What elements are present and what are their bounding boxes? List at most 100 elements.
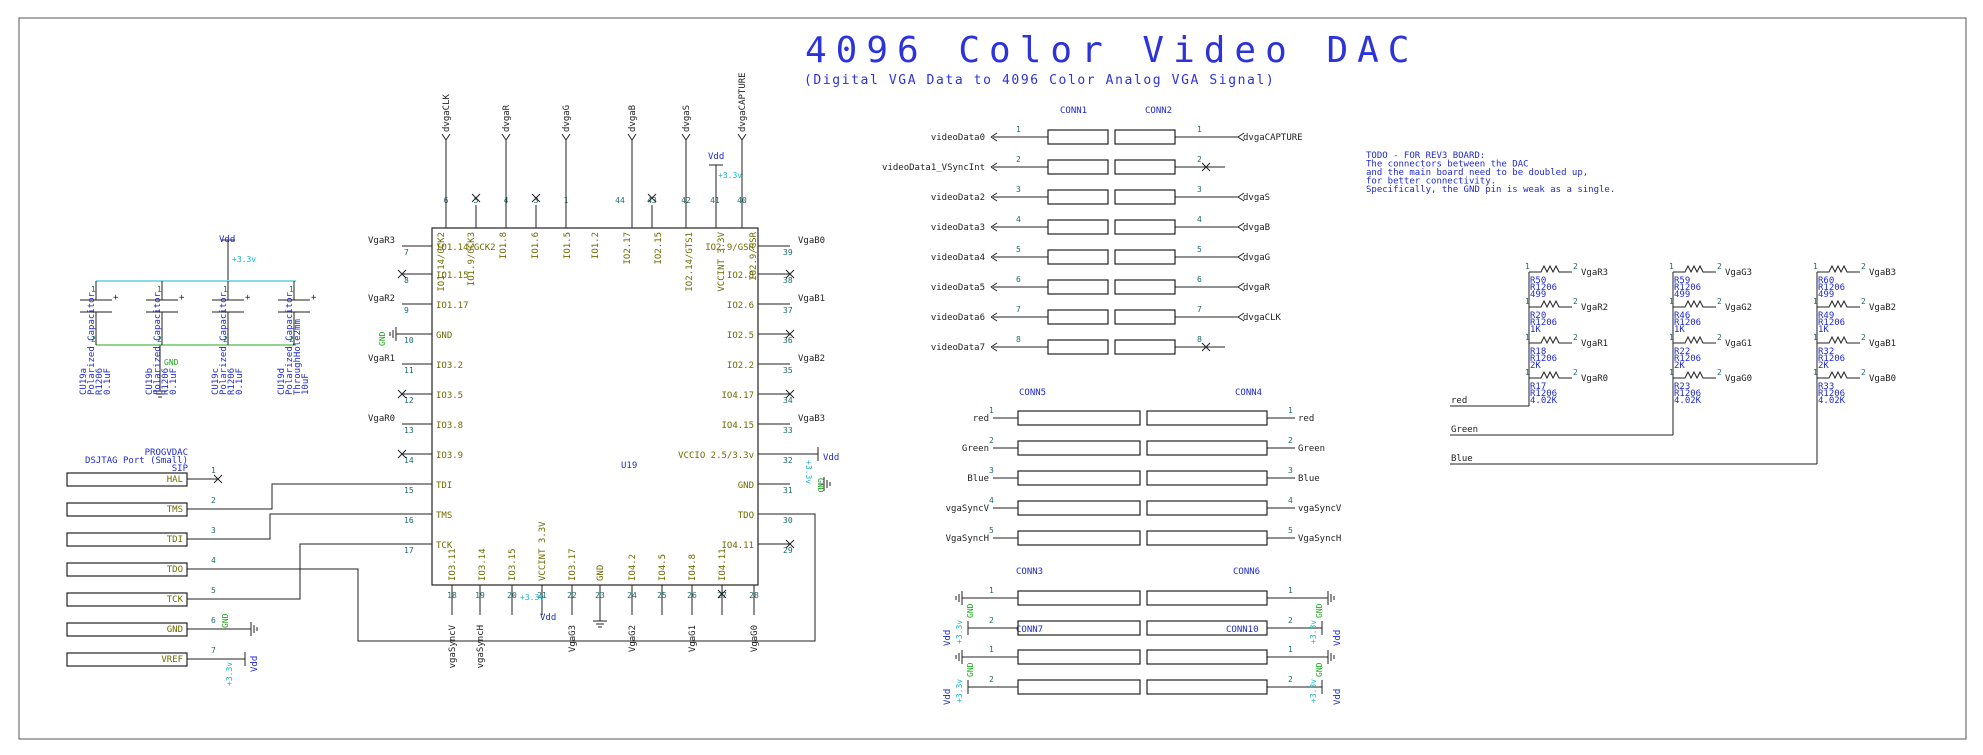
output-net: Green (1451, 425, 1478, 435)
resistor-ref: R33 (1818, 382, 1834, 392)
caps-gnd: GND (164, 358, 179, 367)
fpga-left-pin-number: 11 (404, 366, 414, 375)
fpga-left-pin-number: 13 (404, 426, 414, 435)
resistor-ref: R46 (1674, 311, 1690, 321)
ground-icon (153, 385, 167, 398)
conn1-pin-number: 3 (1016, 185, 1021, 194)
conn4-name: CONN4 (1235, 388, 1262, 398)
conn1-pad (1047, 159, 1109, 175)
cap-package: R1206 (227, 368, 237, 395)
conn1-net: videoData6 (931, 313, 985, 323)
fpga-left-net: VgaR2 (368, 294, 395, 304)
fpga-left-pin-label: GND (436, 331, 452, 341)
ground-icon (389, 327, 402, 341)
power-conn-33v: +3.3v (1309, 620, 1318, 644)
resistor-pin-2: 2 (1861, 262, 1866, 271)
resistor-net: VgaR0 (1581, 374, 1608, 384)
cap-package: R1206 (161, 368, 171, 395)
net-arrow (1237, 132, 1245, 142)
cap-package: R1206 (95, 368, 105, 395)
resistor-symbol (1817, 370, 1860, 380)
resistor-ref: R60 (1818, 276, 1834, 286)
conn5-pad (1017, 440, 1141, 456)
todo-note-line: for better connectivity. (1366, 177, 1496, 187)
conn4-net: Blue (1298, 474, 1320, 484)
conn4-pad (1146, 530, 1268, 546)
conn1-name: CONN1 (1060, 106, 1087, 116)
no-connect-mark (1201, 162, 1211, 172)
conn4-pin-number: 5 (1288, 526, 1293, 535)
fpga-bottom-pin-label: IO4.5 (658, 554, 668, 581)
resistor-package: R1206 (1818, 318, 1845, 328)
cap-value: 0.1uF (235, 368, 245, 395)
fpga-right-pin-label: IO2.9/GSR (705, 243, 754, 253)
fpga-right-pin-number: 32 (783, 456, 793, 465)
fpga-right-vdd: Vdd (823, 453, 839, 463)
fpga-top-pin-number: 41 (710, 196, 720, 205)
fpga-top-pin-label: IO1.5 (563, 232, 573, 259)
fpga-bottom-pin-number: 18 (447, 591, 457, 600)
conn2-pin-number: 3 (1197, 185, 1202, 194)
resistor-symbol (1529, 335, 1572, 345)
conn2-pin-number: 4 (1197, 215, 1202, 224)
resistor-pin-2: 2 (1717, 368, 1722, 377)
resistor-value: 2K (1674, 361, 1685, 371)
cap-type: Polarized Capacitor (153, 291, 163, 395)
resistor-value: 1K (1818, 325, 1829, 335)
resistor-ref: R32 (1818, 347, 1834, 357)
resistor-value: 4.02K (1818, 396, 1846, 406)
fpga-right-pin-label: TDO (738, 511, 754, 521)
cap-type: Polarized Capacitor (87, 291, 97, 395)
net-arrow (1237, 252, 1245, 262)
resistor-pin-1: 1 (1525, 262, 1530, 271)
cap-plus-mark: + (179, 293, 185, 303)
resistor-pin-2: 2 (1573, 333, 1578, 342)
fpga-left-pin-number: 8 (404, 276, 409, 285)
power-conn-gnd: GND (1315, 603, 1324, 618)
resistor-package: R1206 (1818, 354, 1845, 364)
caps-vdd: Vdd (219, 235, 235, 245)
fpga-right-pin-number: 39 (783, 248, 793, 257)
conn2-pin-number: 2 (1197, 155, 1202, 164)
resistor-value: 2K (1818, 361, 1829, 371)
cap-pin: 2 (223, 335, 228, 344)
todo-note-line: The connectors between the DAC (1366, 160, 1529, 170)
fpga-left-pin-label: IO1.14/GCK2 (436, 243, 496, 253)
conn2-pad (1114, 249, 1176, 265)
no-connect-mark (397, 269, 407, 279)
output-net: red (1451, 396, 1467, 406)
fpga-right-pin-label: IO2.5 (727, 331, 754, 341)
ground-icon (245, 622, 258, 636)
conn4-pin-number: 2 (1288, 436, 1293, 445)
conn1-pad (1047, 309, 1109, 325)
fpga-right-pin-number: 36 (783, 336, 793, 345)
jtag-pin-number: 1 (211, 466, 216, 475)
power-conn-pad-left (1017, 679, 1141, 695)
power-conn-33v: +3.3v (1309, 679, 1318, 703)
fpga-right-pin-number: 37 (783, 306, 793, 315)
fpga-top-net: dvgaG (562, 105, 572, 132)
conn1-net: videoData1_VSyncInt (882, 163, 985, 173)
cap-plus-mark: + (113, 293, 119, 303)
conn5-net: Green (962, 444, 989, 454)
net-arrow (990, 132, 998, 142)
resistor-package: R1206 (1530, 318, 1557, 328)
conn1-net: videoData0 (931, 133, 985, 143)
conn2-pin-number: 5 (1197, 245, 1202, 254)
conn1-pad (1047, 249, 1109, 265)
resistor-net: VgaR1 (1581, 339, 1608, 349)
fpga-bottom-pin-number: 20 (507, 591, 517, 600)
cap-ref: CU19a (79, 368, 89, 395)
jtag-pin-number: 6 (211, 616, 216, 625)
conn4-net: Green (1298, 444, 1325, 454)
fpga-bottom-pin-label: IO4.2 (628, 554, 638, 581)
conn1-pin-number: 7 (1016, 305, 1021, 314)
fpga-right-pin-number: 38 (783, 276, 793, 285)
conn2-net: dvgaS (1243, 193, 1270, 203)
no-connect-mark (785, 539, 795, 549)
resistor-ref: R59 (1674, 276, 1690, 286)
resistor-pin-1: 1 (1525, 333, 1530, 342)
resistor-pin-2: 2 (1861, 297, 1866, 306)
fpga-bottom-pin-number: 28 (749, 591, 759, 600)
power-conn-33v: +3.3v (955, 679, 964, 703)
